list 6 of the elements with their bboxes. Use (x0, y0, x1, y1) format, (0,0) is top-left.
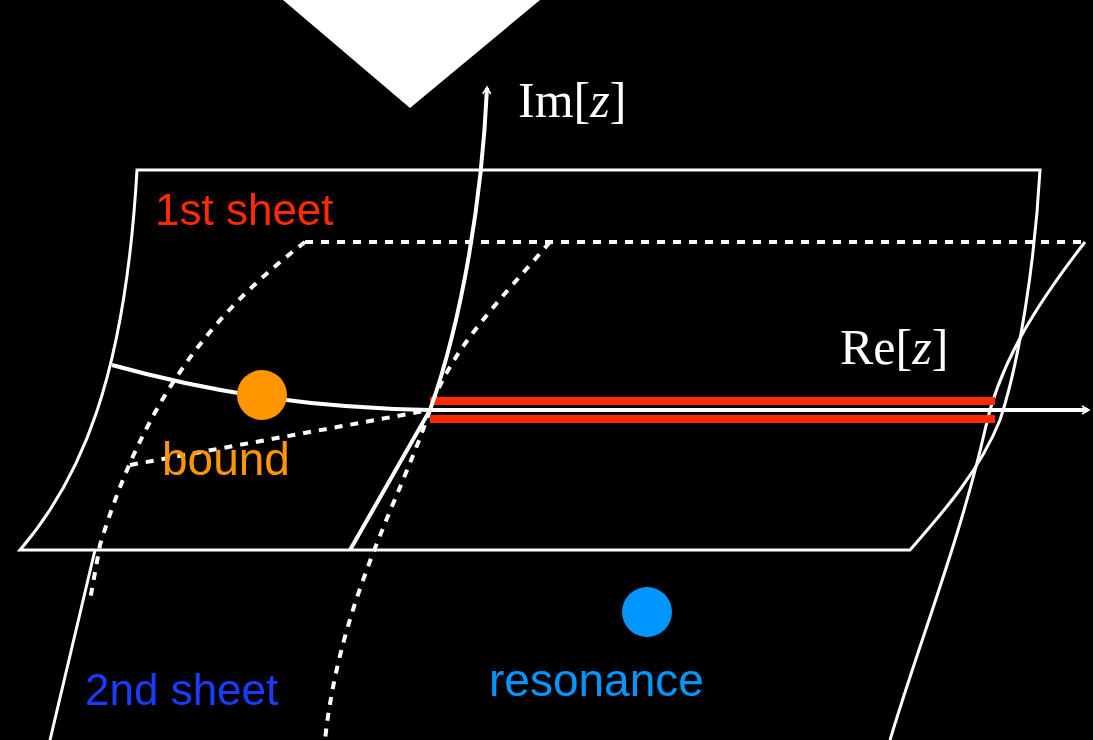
dot-label: resonance (489, 657, 704, 703)
axis-label: Im[z] (518, 75, 627, 125)
sheet-label: 2nd sheet (85, 668, 279, 712)
dot-label: bound (162, 436, 290, 482)
sheet-label: 1st sheet (155, 188, 334, 232)
axis-label: Re[z] (840, 322, 949, 372)
